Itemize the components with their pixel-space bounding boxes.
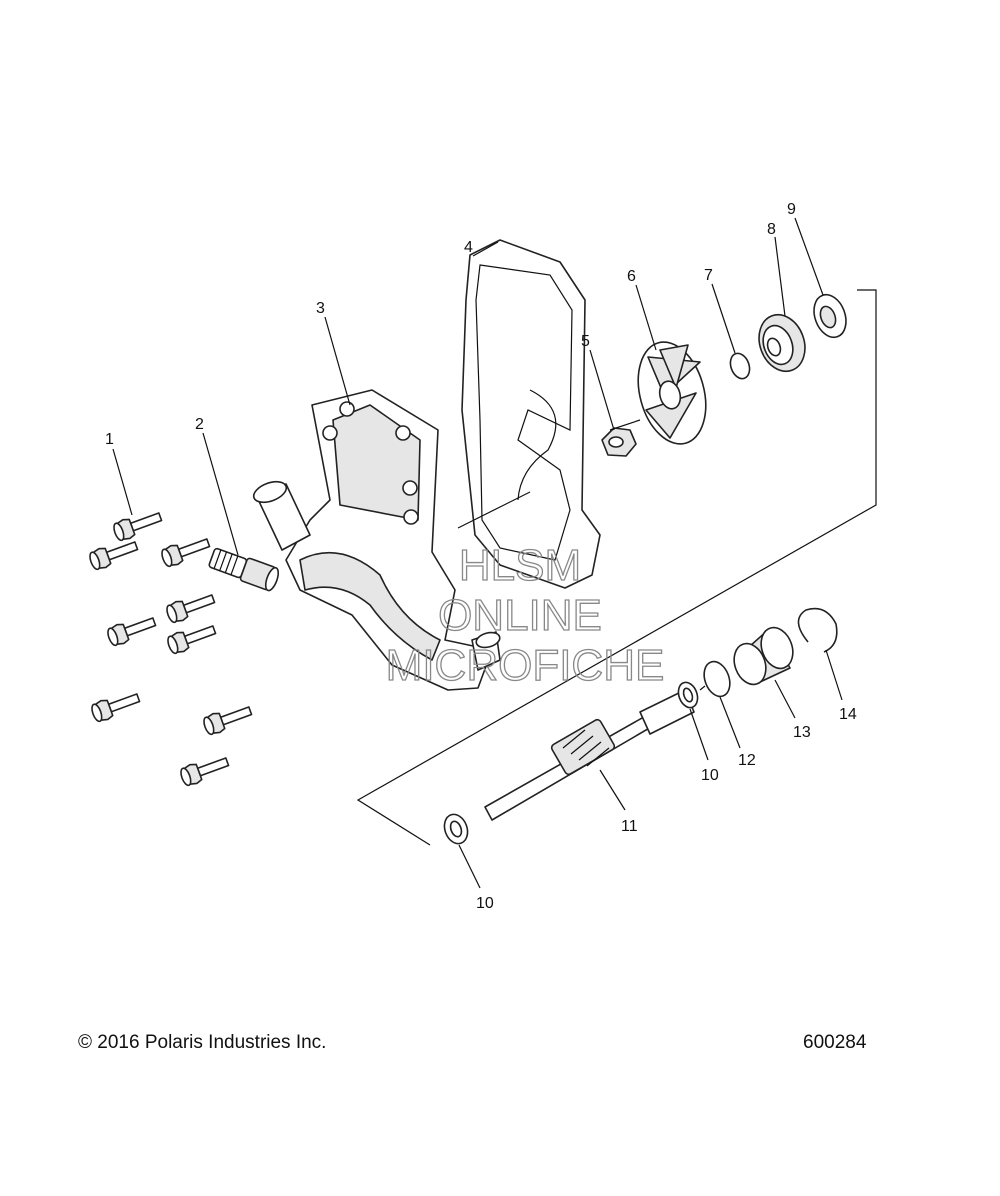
- figure-number: 600284: [803, 1032, 867, 1053]
- watermark-line-3: MICROFICHE: [386, 641, 665, 690]
- axis-line-pump: [609, 419, 641, 431]
- leader-line-5: [589, 349, 615, 431]
- pump-shaft: [484, 689, 695, 821]
- bolt-group: [89, 512, 253, 787]
- callout-3: 3: [316, 300, 325, 317]
- thrust-washer-upper: [677, 681, 699, 709]
- callout-10-lower: 10: [476, 895, 494, 912]
- assembly-bracket: [356, 289, 877, 846]
- impeller: [637, 341, 707, 445]
- water-pump-housing: [252, 389, 501, 691]
- mechanical-seal: [758, 313, 806, 373]
- leader-line-9: [794, 217, 824, 296]
- leader-line-14: [825, 649, 843, 701]
- leader-line-4: [472, 241, 499, 257]
- leader-lines: [112, 217, 843, 889]
- callout-6: 6: [627, 268, 636, 285]
- leader-line-12: [719, 696, 741, 749]
- bolt: [91, 693, 141, 723]
- shaft-o-ring: [703, 660, 731, 698]
- leader-line-7: [711, 283, 736, 354]
- callout-14: 14: [839, 706, 857, 723]
- callout-12: 12: [738, 752, 756, 769]
- leader-line-10b: [458, 844, 481, 889]
- callout-labels: 1 2 3 4 5 6 7 8 9 10 10 11 12 13 14: [105, 201, 857, 912]
- leader-line-6: [635, 284, 657, 351]
- o-ring: [729, 352, 751, 380]
- callout-5: 5: [581, 333, 590, 350]
- callout-11: 11: [621, 818, 638, 835]
- shaft-bushing: [733, 626, 794, 686]
- watermark: HLSM ONLINE MICROFICHE: [385, 540, 665, 690]
- copyright-notice: © 2016 Polaris Industries Inc.: [78, 1032, 327, 1053]
- impeller-nut: [601, 427, 637, 457]
- callout-2: 2: [195, 416, 204, 433]
- callout-7: 7: [704, 267, 713, 284]
- seal-washer: [813, 293, 847, 339]
- leader-line-13: [774, 679, 796, 719]
- callout-10-upper: 10: [701, 767, 719, 784]
- leader-line-4b: [457, 491, 531, 529]
- leader-line-2: [202, 432, 239, 556]
- watermark-line-1: HLSM: [459, 541, 581, 590]
- leader-line-10a: [689, 708, 709, 761]
- leader-line-11: [599, 769, 626, 811]
- callout-9: 9: [787, 201, 796, 218]
- leader-line-1: [112, 448, 133, 516]
- callout-8: 8: [767, 221, 776, 238]
- thrust-washer-lower: [443, 813, 469, 845]
- bolt: [180, 757, 230, 787]
- leader-line-8: [774, 236, 786, 317]
- bolt: [203, 706, 253, 736]
- snap-ring: [797, 607, 838, 653]
- callout-4: 4: [464, 239, 473, 256]
- callout-13: 13: [793, 724, 811, 741]
- axis-line-shaft: [699, 685, 706, 691]
- bolt: [113, 512, 163, 542]
- bolt: [89, 541, 139, 571]
- callout-1: 1: [105, 431, 114, 448]
- housing-gasket: [461, 239, 601, 589]
- leader-line-3: [324, 316, 351, 406]
- hose-fitting: [208, 547, 280, 592]
- watermark-line-2: ONLINE: [438, 591, 602, 640]
- bolt: [161, 538, 211, 568]
- bolt: [167, 625, 217, 655]
- bolt: [166, 594, 216, 624]
- bolt: [107, 617, 157, 647]
